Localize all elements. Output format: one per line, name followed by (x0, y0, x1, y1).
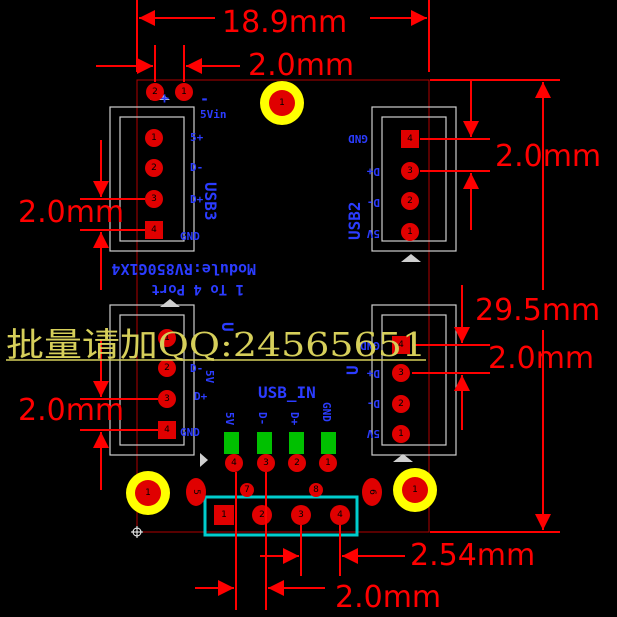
svg-text:2: 2 (407, 196, 413, 206)
bottom-254-label: 2.54mm (410, 538, 535, 573)
usb3-pin-dplus: D+ (190, 193, 204, 206)
svg-text:3: 3 (298, 510, 304, 520)
svg-text:1: 1 (412, 485, 418, 495)
svg-text:3: 3 (164, 394, 170, 404)
usb2-pin-5v: 5V (366, 227, 380, 240)
svg-text:2: 2 (398, 399, 404, 409)
port-line: 1 To 4 Port (151, 281, 244, 297)
usb3-pin-5vin: 5Vin (200, 108, 227, 121)
svg-text:8: 8 (313, 485, 319, 495)
usb2-name: USB2 (345, 201, 364, 240)
dimension-labels: 18.9mm 2.0mm 2.0mm 29.5mm 2.0mm 2.0mm 2.… (18, 5, 601, 615)
svg-text:1: 1 (151, 133, 157, 143)
bottom-20-label: 2.0mm (335, 580, 441, 615)
origin-marker (131, 526, 143, 538)
svg-text:1: 1 (398, 429, 404, 439)
usb1-pin-gnd: GND (360, 339, 380, 352)
svg-text:6: 6 (367, 489, 377, 495)
top-pitch-label: 2.0mm (248, 48, 354, 83)
svg-text:4: 4 (398, 340, 404, 350)
svg-text:4: 4 (231, 458, 237, 468)
usb3-housing (109, 106, 195, 252)
left-bottom-pitch-label: 2.0mm (18, 393, 124, 428)
svg-text:4: 4 (337, 510, 343, 520)
svg-text:1: 1 (181, 87, 187, 97)
svg-text:2: 2 (164, 363, 170, 373)
svg-text:1: 1 (221, 510, 227, 520)
usb-in-name: USB_IN (258, 383, 316, 402)
usb2-pin-dplus: D+ (366, 165, 380, 178)
svg-text:2: 2 (151, 163, 157, 173)
svg-text:4: 4 (407, 134, 413, 144)
svg-text:3: 3 (407, 166, 413, 176)
usb-in-pin-dminus: D- (256, 412, 269, 425)
height-label: 29.5mm (475, 293, 600, 328)
svg-text:2: 2 (259, 510, 265, 520)
usb-in-green-pads (224, 432, 336, 454)
usb4-name: U (218, 322, 237, 332)
svg-text:2: 2 (294, 458, 300, 468)
power-minus-label: - (200, 90, 209, 108)
usb4-pin-dminus: D- (190, 362, 203, 375)
right-top-pitch-label: 2.0mm (495, 139, 601, 174)
usb4-pin-dplus: D+ (194, 390, 208, 403)
usb3-pin-gnd: GND (180, 230, 200, 243)
usb1-pin-5v: 5V (366, 427, 380, 440)
board-outline (136, 79, 430, 533)
svg-text:4: 4 (164, 425, 170, 435)
module-line: Module:RV850G1X4 (112, 260, 257, 278)
svg-text:3: 3 (398, 368, 404, 378)
usb2-housing (371, 106, 457, 252)
mount-hole-right: 1 (393, 468, 437, 512)
svg-text:5: 5 (191, 489, 201, 495)
usb3-pin-dminus: D- (190, 161, 203, 174)
mount-hole-left: 1 (126, 471, 170, 515)
usb3-name: USB3 (201, 182, 220, 221)
left-top-pitch-label: 2.0mm (18, 195, 124, 230)
usb4-pin-gnd: GND (180, 426, 200, 439)
keepout-box (203, 495, 359, 537)
watermark: 批量请加QQ:24565651 (6, 325, 426, 364)
mount-hole-top: 1 (260, 81, 304, 125)
usb2-pin-gnd: GND (348, 132, 368, 145)
mount-holes: 1 1 1 (126, 81, 437, 515)
usb-in-pin-5v: 5V (223, 412, 236, 426)
svg-text:2: 2 (152, 87, 158, 97)
usb3-pin-5: 5+ (190, 131, 204, 144)
silkscreen-labels: + - 5Vin 5+ D- D+ GND USB3 GND D+ D- 5V … (112, 89, 381, 440)
svg-text:批量请加QQ:24565651: 批量请加QQ:24565651 (6, 325, 426, 364)
dimension-lines (80, 0, 560, 610)
svg-text:4: 4 (151, 225, 157, 235)
usb4-pin-5v: 5V (203, 370, 216, 384)
svg-text:7: 7 (244, 485, 250, 495)
usb-in-pin-dplus: D+ (288, 412, 301, 426)
svg-text:1: 1 (407, 227, 413, 237)
usb4-housing (109, 304, 195, 456)
svg-text:1: 1 (164, 333, 170, 343)
usb1-name: U (343, 365, 362, 375)
right-bottom-pitch-label: 2.0mm (488, 341, 594, 376)
svg-text:1: 1 (325, 458, 331, 468)
svg-text:1: 1 (279, 98, 285, 108)
svg-text:3: 3 (263, 458, 269, 468)
power-plus-label: + (160, 89, 169, 107)
svg-text:3: 3 (151, 194, 157, 204)
svg-text:1: 1 (145, 488, 151, 498)
width-label: 18.9mm (222, 5, 347, 40)
usb2-pin-dminus: D- (367, 196, 380, 209)
usb1-pin-dplus: D+ (366, 367, 380, 380)
pads: 2 1 1 2 3 4 4 3 2 1 1 2 3 4 4 3 2 1 4 3 … (145, 83, 419, 525)
usb-in-pin-gnd: GND (320, 402, 333, 422)
usb1-pin-dminus: D- (367, 397, 380, 410)
